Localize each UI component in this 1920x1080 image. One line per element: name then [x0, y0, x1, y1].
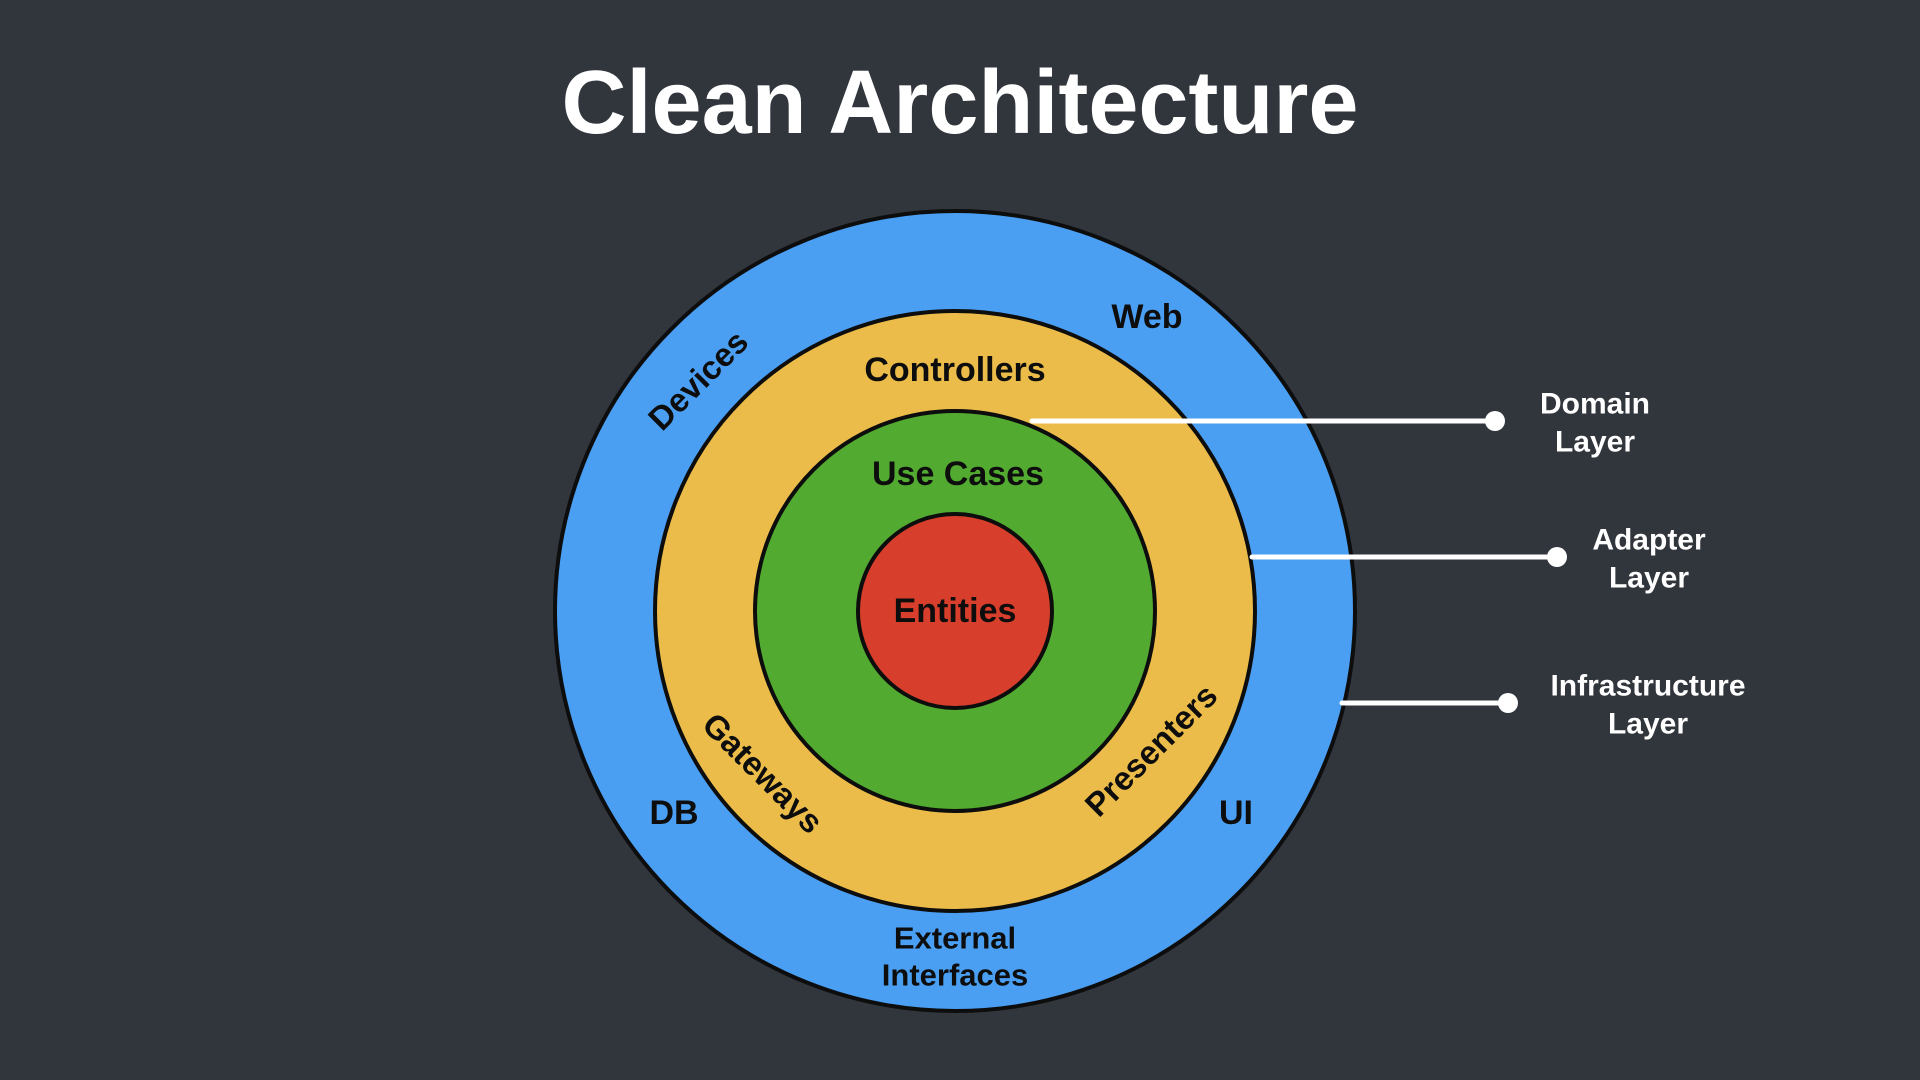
external-interfaces-label-line2: Interfaces	[882, 958, 1028, 993]
web-label: Web	[1111, 298, 1182, 336]
adapter-layer-leader-dot	[1547, 547, 1567, 567]
page-title: Clean Architecture	[561, 53, 1359, 153]
domain-layer-annotation-line1: Domain	[1540, 388, 1650, 421]
controllers-label: Controllers	[864, 351, 1045, 389]
entities-core-circle	[856, 512, 1054, 710]
adapter-layer-annotation-line2: Layer	[1609, 562, 1689, 595]
infrastructure-layer-annotation-line2: Layer	[1608, 708, 1688, 741]
domain-layer-leader-dot	[1485, 411, 1505, 431]
infrastructure-layer-annotation-line1: Infrastructure	[1550, 670, 1745, 703]
use-cases-label: Use Cases	[872, 455, 1044, 493]
ui-label: UI	[1219, 794, 1253, 832]
domain-layer-annotation-line2: Layer	[1555, 426, 1635, 459]
adapter-layer-annotation-line1: Adapter	[1592, 524, 1706, 557]
external-interfaces-label-line1: External	[894, 921, 1016, 956]
db-label: DB	[649, 794, 698, 832]
entities-label: Entities	[894, 592, 1017, 630]
infrastructure-layer-leader-dot	[1498, 693, 1518, 713]
